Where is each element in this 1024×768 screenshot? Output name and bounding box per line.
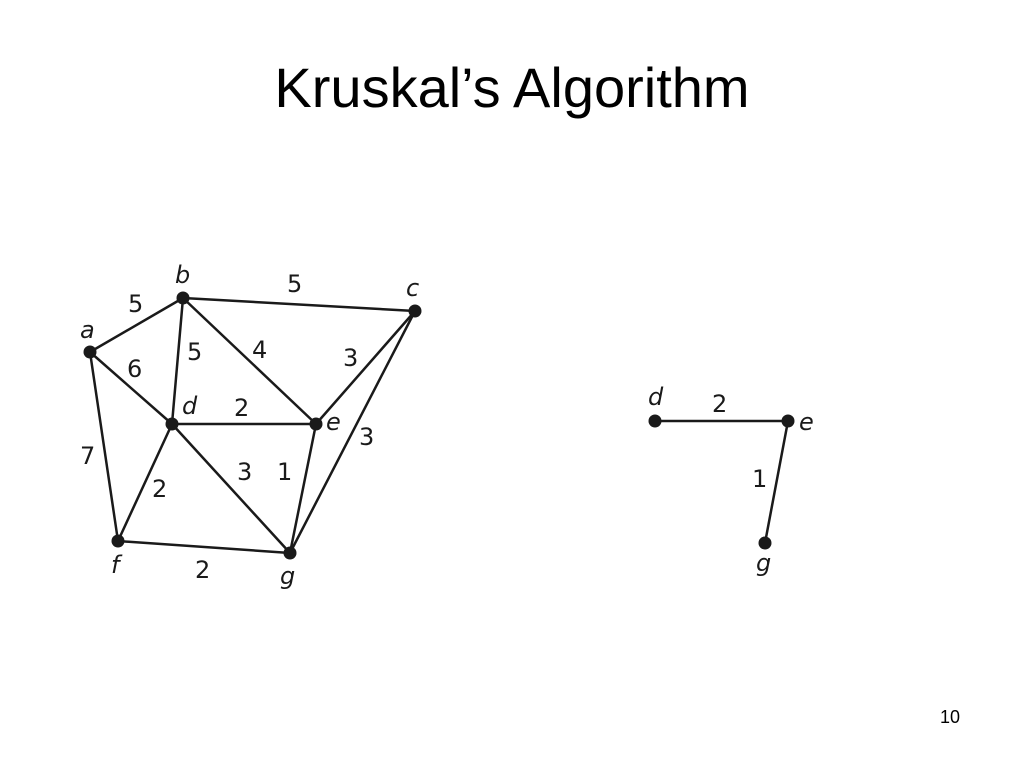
- weight-e-g: 1: [277, 458, 292, 486]
- partial-node-d: [648, 414, 662, 428]
- partial-graph: 2 1 d e g: [648, 383, 814, 577]
- edge-f-g: [116, 539, 292, 555]
- partial-weight-d-e: 2: [712, 390, 727, 418]
- edge-d-f: [116, 422, 174, 543]
- weight-f-g: 2: [195, 556, 210, 584]
- slide-number: 10: [939, 707, 961, 727]
- full-graph-weights: 5 5 6 5 4 3 2 3 7 2 3 1 2: [80, 270, 374, 584]
- weight-d-e: 2: [234, 394, 249, 422]
- weight-b-d: 5: [187, 338, 202, 366]
- partial-node-e: [781, 414, 795, 428]
- edge-a-b: [88, 296, 185, 354]
- edge-d-g: [170, 422, 292, 555]
- node-g: [283, 546, 297, 560]
- partial-label-g: g: [756, 549, 771, 577]
- label-g: g: [280, 562, 295, 590]
- weight-a-d: 6: [127, 355, 142, 383]
- node-a: [83, 345, 97, 359]
- weight-d-f: 2: [152, 475, 167, 503]
- label-f: f: [111, 551, 123, 579]
- weight-c-e: 3: [343, 344, 358, 372]
- edge-a-f: [88, 350, 120, 543]
- label-a: a: [80, 316, 95, 344]
- edge-c-g: [288, 309, 417, 555]
- label-b: b: [175, 261, 190, 289]
- weight-a-b: 5: [128, 290, 143, 318]
- partial-edge-e-g: [763, 419, 790, 545]
- node-e: [309, 417, 323, 431]
- partial-label-e: e: [799, 408, 814, 436]
- node-c: [408, 304, 422, 318]
- edge-b-e: [181, 296, 318, 426]
- weight-d-g: 3: [237, 458, 252, 486]
- weight-c-g: 3: [359, 423, 374, 451]
- edge-c-e: [314, 309, 417, 426]
- edge-a-d: [88, 350, 174, 426]
- edge-e-g: [288, 422, 318, 555]
- edge-b-c: [181, 296, 417, 313]
- full-graph-edges: [88, 296, 417, 555]
- node-f: [111, 534, 125, 548]
- edge-b-d: [170, 296, 185, 426]
- weight-b-e: 4: [252, 336, 267, 364]
- partial-weight-e-g: 1: [752, 465, 767, 493]
- label-d: d: [182, 392, 198, 420]
- partial-label-d: d: [648, 383, 664, 411]
- slide-title: Kruskal’s Algorithm: [274, 56, 750, 119]
- label-e: e: [326, 408, 341, 436]
- weight-b-c: 5: [287, 270, 302, 298]
- partial-node-g: [758, 536, 772, 550]
- weight-a-f: 7: [80, 442, 95, 470]
- full-graph-nodes: [83, 291, 422, 560]
- full-graph-labels: a b c d e f g: [80, 261, 419, 590]
- label-c: c: [406, 274, 419, 302]
- node-b: [176, 291, 190, 305]
- node-d: [165, 417, 179, 431]
